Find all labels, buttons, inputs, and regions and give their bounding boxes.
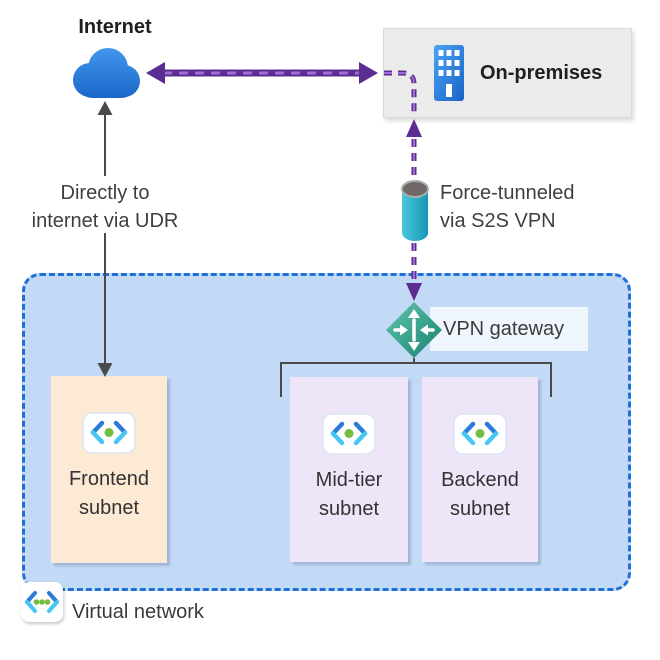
vpn-tunnel-cylinder-icon <box>401 180 429 241</box>
cloud-icon <box>73 48 140 98</box>
vpn-gateway-label: VPN gateway <box>430 307 588 351</box>
mid-tier-subnet-box: Mid-tier subnet <box>290 377 408 562</box>
internet-label: Internet <box>78 16 152 38</box>
frontend-subnet-label: Frontend subnet <box>68 468 150 519</box>
s2s-annotation: Force-tunneled via S2S VPN <box>440 182 575 232</box>
subnet-icon <box>453 413 507 455</box>
backend-subnet-box: Backend subnet <box>422 377 538 562</box>
frontend-subnet-box: Frontend subnet <box>51 376 167 563</box>
udr-annotation: Directly to internet via UDR <box>31 182 179 232</box>
internet-onprem-arrow <box>146 62 378 84</box>
virtual-network-icon <box>21 582 63 622</box>
mid-tier-subnet-label: Mid-tier subnet <box>315 469 383 520</box>
on-premises-box: On-premises <box>383 28 632 118</box>
building-icon <box>434 45 464 101</box>
subnet-icon <box>82 412 136 454</box>
on-premises-label: On-premises <box>480 61 603 84</box>
subnet-icon <box>322 413 376 455</box>
virtual-network-label: Virtual network <box>72 601 204 623</box>
backend-subnet-label: Backend subnet <box>441 469 519 520</box>
